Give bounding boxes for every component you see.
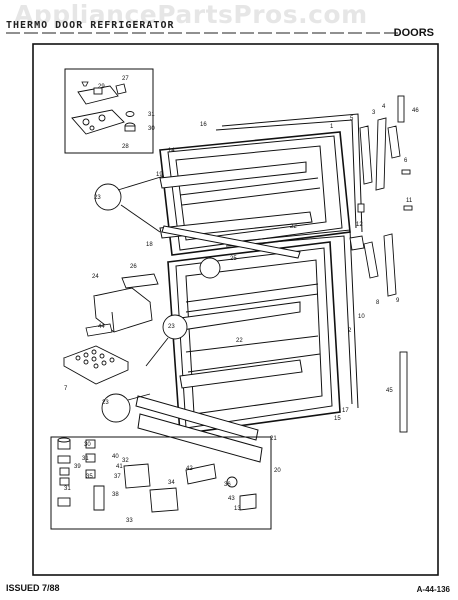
callout-35: 35 [86,474,93,480]
callout-43: 43 [228,496,235,502]
diagram-title: THERMO DOOR REFRIGERATOR [6,20,175,31]
callout-23a: 23 [94,195,101,201]
callout-11: 11 [406,198,413,204]
callout-12: 12 [356,222,363,228]
callout-28: 28 [122,144,129,150]
hinge-set-right [349,95,413,433]
callout-26: 26 [130,264,137,270]
issued-date: ISSUED 7/88 [6,583,60,593]
callout-42: 42 [186,466,193,472]
watermark: AppliancePartsPros.com [14,0,368,29]
callout-13: 13 [234,506,241,512]
callout-41: 41 [116,464,123,470]
callout-39: 39 [74,464,81,470]
callout-19: 19 [156,172,163,178]
callout-8: 8 [376,300,380,306]
shelf-label-44 [85,323,113,337]
callout-37: 37 [114,474,121,480]
callout-25: 25 [230,256,237,262]
callout-4: 4 [382,104,386,110]
inset-hinge-kit-box [50,436,272,530]
callout-31a: 31 [148,112,155,118]
butter-door-26 [121,273,159,289]
fresh-food-door [167,229,359,435]
callout-33: 33 [126,518,133,524]
callout-1: 1 [330,124,334,130]
callout-30a: 30 [148,126,155,132]
callout-36: 36 [224,482,231,488]
callout-31b: 31 [82,456,89,462]
callout-23b: 23 [168,324,175,330]
hinge-kit-parts [57,437,257,513]
callout-22a: 22 [290,224,297,230]
callout-2: 2 [348,328,352,334]
callout-15: 15 [334,416,341,422]
hinge-bracket-28 [71,83,127,135]
section-label: DOORS [393,27,434,39]
callout-20: 20 [274,468,281,474]
diagram-frame [32,43,439,576]
callout-21: 21 [270,436,277,442]
zoom-circles [94,175,221,423]
callout-34: 34 [168,480,175,486]
callout-7: 7 [64,386,68,392]
callout-40: 40 [112,454,119,460]
drawing-code: A-44-136 [416,585,450,594]
callout-17: 17 [342,408,349,414]
inset-hinge-box [64,68,154,154]
callout-44: 44 [98,324,105,330]
callout-24: 24 [92,274,99,280]
door-trim-strips [135,225,301,463]
callout-16: 16 [200,122,207,128]
callout-29: 29 [98,84,105,90]
callout-5: 5 [350,116,354,122]
callout-23c: 23 [102,400,109,406]
callout-31c: 31 [64,486,71,492]
callout-labels: 1 2 3 4 5 6 7 8 9 10 11 12 13 14 15 16 1… [64,76,419,524]
screw-29 [81,81,89,87]
callout-9: 9 [396,298,400,304]
callout-30b: 30 [84,442,91,448]
butter-compartment [93,287,153,333]
callout-46: 46 [412,108,419,114]
callout-18: 18 [146,242,153,248]
washer-30 [124,111,136,132]
egg-tray [62,345,130,385]
callout-38: 38 [112,492,119,498]
callout-14: 14 [168,148,175,154]
callout-45: 45 [386,388,393,394]
callout-22b: 22 [236,338,243,344]
callout-6: 6 [404,158,408,164]
callout-3: 3 [372,110,376,116]
callout-10: 10 [358,314,365,320]
callout-27: 27 [122,76,129,82]
callout-32: 32 [122,458,129,464]
